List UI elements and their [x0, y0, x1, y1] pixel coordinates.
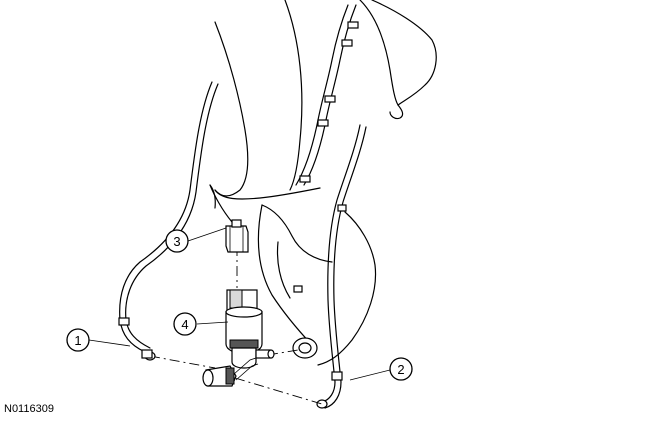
washer-hose-right	[316, 124, 367, 409]
hose-connector	[141, 349, 259, 387]
callout-2-circle	[389, 357, 413, 381]
callout-leaders	[88, 227, 391, 381]
callout-1-circle	[66, 328, 90, 352]
electrical-connector	[209, 184, 249, 253]
callout-2: 2	[389, 357, 413, 381]
washer-hose-left	[118, 81, 219, 353]
callout-3-label: 3	[173, 234, 180, 249]
callout-1: 1	[66, 328, 90, 352]
figure-id: N0116309	[4, 403, 54, 415]
callout-3: 3	[165, 229, 189, 253]
reservoir-outline	[209, 0, 437, 366]
callout-1-label: 1	[74, 333, 81, 348]
callout-4-label: 4	[181, 317, 188, 332]
callout-2-label: 2	[397, 362, 404, 377]
callout-4: 4	[173, 312, 197, 336]
washer-pump	[225, 289, 275, 369]
callout-4-circle	[173, 312, 197, 336]
callout-3-circle	[165, 229, 189, 253]
